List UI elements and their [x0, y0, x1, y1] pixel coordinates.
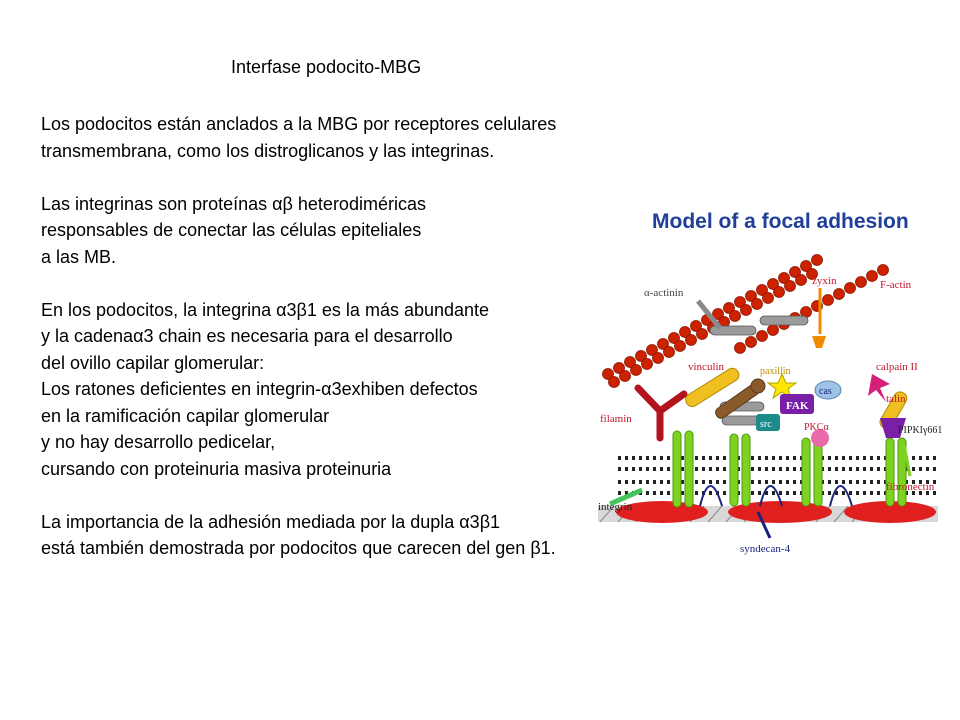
paragraph-beta1: La importancia de la adhesión mediada po… — [41, 509, 701, 562]
integrin-label: integrin — [598, 501, 633, 513]
cas-shape — [814, 380, 842, 400]
cell-membrane — [618, 456, 938, 495]
text-line: y no hay desarrollo pedicelar, — [41, 432, 276, 452]
paxillin-label: paxillin — [760, 366, 791, 377]
filamin-label: filamin — [600, 413, 632, 425]
src-label: src — [760, 419, 772, 430]
pipki-shape — [880, 418, 906, 438]
f-actin-label: F-actin — [880, 279, 912, 291]
text-line: transmembrana, como los distroglicanos y… — [41, 140, 495, 161]
text-line: está también demostrada por podocitos qu… — [41, 538, 556, 558]
src-block — [756, 414, 780, 431]
calpain-label: calpain II — [876, 361, 918, 373]
pointer-arrows — [608, 299, 912, 539]
focal-adhesion-figure: Model of a focal adhesion — [590, 176, 944, 566]
figure-title: Model of a focal adhesion — [652, 210, 909, 233]
filamin-shape — [634, 384, 688, 442]
pkc-label: PKCα — [804, 422, 829, 433]
text-line: Las integrinas son proteínas αβ heterodi… — [41, 193, 426, 214]
fak-label: FAK — [786, 400, 809, 412]
text-line: La importancia de la adhesión mediada po… — [41, 511, 501, 532]
syndecan-loops — [699, 485, 853, 507]
pipki-label: PIPKIγ661 — [898, 425, 942, 436]
slide-title: Interfase podocito-MBG — [231, 57, 422, 77]
slide-body: Los podocitos están anclados a la MBG po… — [41, 111, 701, 588]
text-line: En los podocitos, la integrina α3β1 es l… — [41, 299, 490, 320]
talin-label: talin — [886, 393, 906, 405]
alpha-actinin-bars — [709, 315, 809, 426]
zyxin-label: zyxin — [812, 275, 837, 287]
text-line: responsables de conectar las células epi… — [41, 220, 422, 240]
paragraph-alpha3beta1: En los podocitos, la integrina α3β1 es l… — [41, 297, 701, 483]
text-line: Los ratones deficientes en integrin-α3ex… — [41, 379, 478, 399]
syndecan-label: syndecan-4 — [740, 543, 791, 555]
text-line: en la ramificación capilar glomerular — [41, 405, 330, 426]
zyxin-shape — [812, 336, 826, 348]
integrin-receptors — [672, 430, 907, 508]
text-line: y la cadenaα3 chain es necesaria para el… — [41, 326, 453, 346]
text-line: del ovillo capilar glomerular: — [41, 352, 265, 373]
paragraph-receptors: Los podocitos están anclados a la MBG po… — [41, 111, 701, 164]
text-line: Los podocitos están anclados a la MBG po… — [41, 114, 557, 134]
cas-label: cas — [819, 386, 832, 397]
text-line: a las MB. — [41, 246, 117, 267]
fibronectin-label: fibronectin — [886, 481, 935, 493]
paragraph-integrins: Las integrinas son proteínas αβ heterodi… — [41, 191, 701, 271]
alpha-actinin-label: α-actinin — [644, 287, 684, 299]
vinculin-label: vinculin — [688, 361, 725, 373]
vinculin-head — [715, 378, 766, 419]
calpain-arrow — [868, 374, 890, 402]
pkc-circle — [811, 429, 829, 447]
fak-block — [780, 394, 814, 414]
text-line: cursando con proteinuria masiva proteinu… — [41, 458, 392, 479]
focal-adhesion-diagram: Model of a focal adhesion — [590, 176, 944, 566]
paxillin-star — [766, 372, 798, 400]
